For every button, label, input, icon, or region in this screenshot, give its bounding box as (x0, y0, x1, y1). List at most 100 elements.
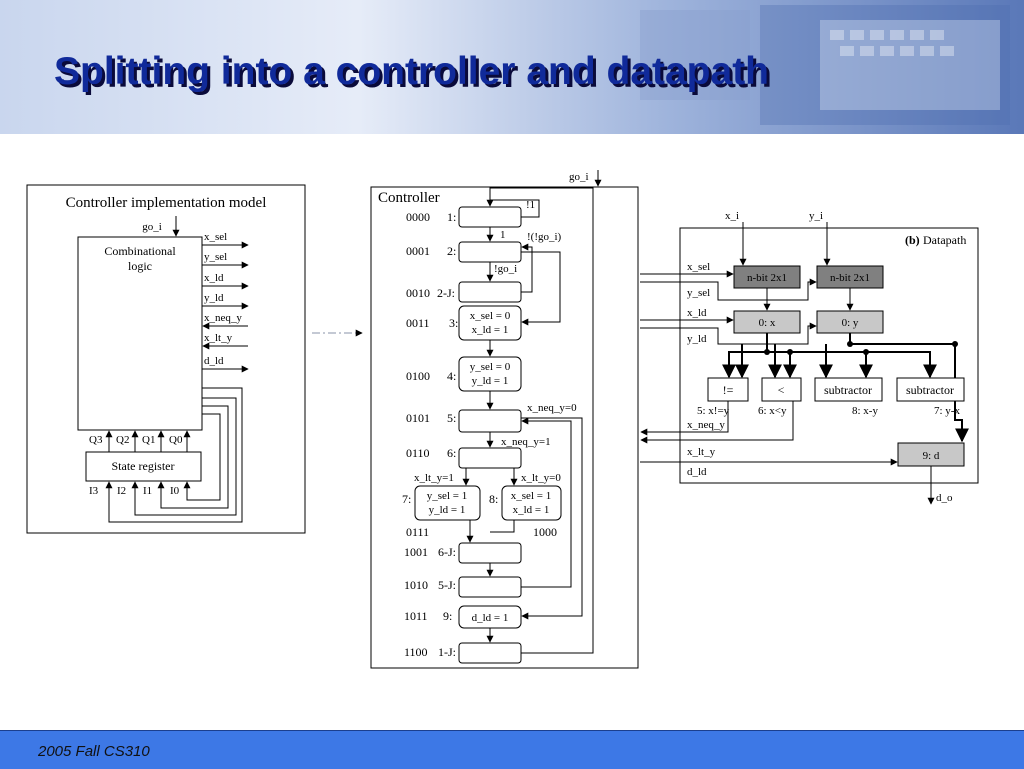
state-1-label: 1: (447, 210, 456, 224)
q2-label: Q2 (116, 434, 129, 446)
comb-logic-label-2: logic (128, 259, 152, 273)
comb-logic-label-1: Combinational (104, 244, 176, 258)
state-box-2j (458, 281, 522, 303)
reg-d-label: 9: d (923, 450, 940, 462)
state-box-6 (458, 447, 522, 469)
d-o-label: d_o (936, 492, 953, 504)
cond-lt1: x_lt_y=1 (414, 472, 454, 484)
state-register-label: State register (112, 459, 175, 473)
model-title: Controller implementation model (66, 195, 267, 211)
state-box-8 (501, 485, 562, 521)
i1-label: I1 (143, 485, 152, 497)
code-0010: 0010 (406, 286, 430, 300)
label-8: 8: x-y (852, 405, 878, 417)
s7-action-1: y_sel = 1 (427, 490, 467, 502)
state-box-2 (458, 241, 522, 263)
neq-label: != (723, 383, 734, 397)
code-0001: 0001 (406, 244, 430, 258)
code-0101: 0101 (406, 411, 430, 425)
dp-x-lt-y: x_lt_y (687, 446, 716, 458)
state-box-1j (458, 642, 522, 664)
model-in-x-lt-y: x_lt_y (204, 332, 233, 344)
code-1000: 1000 (533, 525, 557, 539)
code-1011: 1011 (404, 609, 428, 623)
diagram-canvas: Controller implementation model go_i Com… (26, 170, 979, 669)
footer-text: 2005 Fall CS310 (38, 743, 150, 760)
dp-x-neq-y: x_neq_y (687, 419, 725, 431)
code-0011: 0011 (406, 316, 430, 330)
s7-action-2: y_ld = 1 (429, 504, 466, 516)
model-go-i-label: go_i (142, 221, 162, 233)
dp-x-ld: x_ld (687, 307, 707, 319)
state-3-label: 3: (449, 316, 458, 330)
q3-label: Q3 (89, 434, 103, 446)
s8-action-2: x_ld = 1 (513, 504, 550, 516)
state-6-label: 6: (447, 446, 456, 460)
mux-x-label: n-bit 2x1 (747, 272, 787, 284)
datapath-b-label: (b) (905, 233, 920, 247)
cond-neq1: x_neq_y=1 (501, 436, 551, 448)
state-box-6j (458, 542, 522, 564)
code-1010: 1010 (404, 578, 428, 592)
s9-action: d_ld = 1 (472, 612, 509, 624)
banner-decoration (640, 5, 1010, 125)
dp-x-sel: x_sel (687, 261, 710, 273)
s3-action-2: x_ld = 1 (472, 324, 509, 336)
controller-fsm-panel: Controller go_i 0000 0001 0010 0011 0100… (370, 170, 639, 669)
state-6j-label: 6-J: (438, 545, 456, 559)
cond-not-go: !go_i (494, 263, 517, 275)
cond-not1: !1 (526, 199, 535, 211)
code-0000: 0000 (406, 210, 430, 224)
datapath-title: Datapath (923, 233, 966, 247)
i0-label: I0 (170, 485, 180, 497)
label-7: 7: y-x (934, 405, 960, 417)
s8-action-1: x_sel = 1 (511, 490, 551, 502)
subtractor-xy (814, 377, 883, 402)
state-7-label: 7: (402, 492, 411, 506)
label-5: 5: x!=y (697, 405, 730, 417)
model-out-y-ld: y_ld (204, 292, 224, 304)
state-1j-label: 1-J: (438, 645, 456, 659)
model-out-d-ld: d_ld (204, 355, 224, 367)
y-i-label: y_i (809, 210, 823, 222)
dp-d-ld: d_ld (687, 466, 707, 478)
code-1100: 1100 (404, 645, 428, 659)
i2-label: I2 (117, 485, 126, 497)
code-0111: 0111 (406, 525, 429, 539)
model-out-x-ld: x_ld (204, 272, 224, 284)
reg-x-label: 0: x (759, 317, 776, 329)
slide-title: Splitting into a controller and datapath (54, 50, 770, 93)
label-6: 6: x<y (758, 405, 787, 417)
cond-lt0: x_lt_y=0 (521, 472, 561, 484)
dp-y-ld: y_ld (687, 333, 707, 345)
sub-yx-label: subtractor (906, 383, 954, 397)
state-8-label: 8: (489, 492, 498, 506)
model-out-x-sel: x_sel (204, 231, 227, 243)
state-box-7 (414, 485, 481, 521)
code-1001: 1001 (404, 545, 428, 559)
controller-go-i: go_i (569, 171, 589, 183)
reg-y-label: 0: y (842, 317, 859, 329)
q1-label: Q1 (142, 434, 155, 446)
state-2j-label: 2-J: (437, 286, 455, 300)
model-in-x-neq-y: x_neq_y (204, 312, 242, 324)
controller-model-panel: Controller implementation model go_i Com… (26, 184, 306, 534)
controller-title: Controller (378, 190, 440, 206)
code-0100: 0100 (406, 369, 430, 383)
combinational-logic-box (77, 236, 203, 431)
state-register-box (85, 451, 202, 482)
mux-y-label: n-bit 2x1 (830, 272, 870, 284)
lt-comparator (761, 377, 802, 402)
s4-action-2: y_ld = 1 (472, 375, 509, 387)
subtractor-yx (896, 377, 965, 402)
dp-y-sel: y_sel (687, 287, 710, 299)
lt-label: < (778, 383, 785, 397)
s4-action-1: y_sel = 0 (470, 361, 511, 373)
state-4-label: 4: (447, 369, 456, 383)
state-box-5 (458, 409, 522, 433)
title-banner (0, 0, 1024, 134)
cond-not-not-go: !(!go_i) (527, 231, 562, 243)
state-box-5j (458, 576, 522, 598)
cond-one: 1 (500, 229, 506, 241)
state-box-1 (458, 206, 522, 228)
